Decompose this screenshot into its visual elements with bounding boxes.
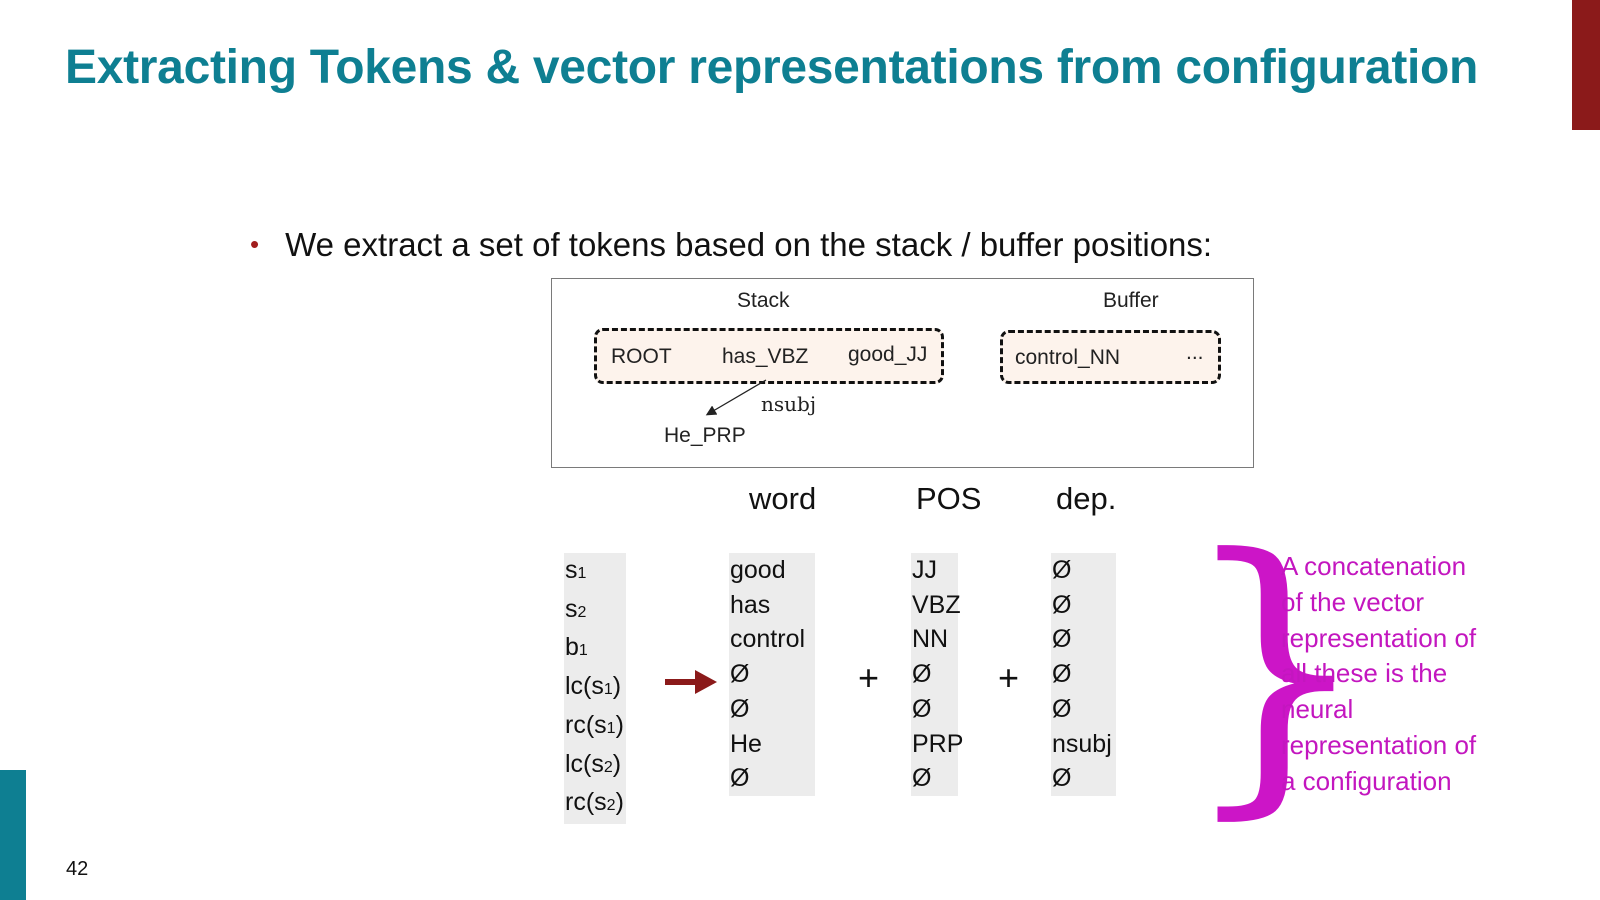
dep-cell: Ø bbox=[1052, 764, 1072, 793]
position-prefix: rc( bbox=[565, 788, 595, 817]
position-base: s bbox=[565, 594, 578, 623]
word-cell: He bbox=[730, 729, 762, 758]
dep-cell: Ø bbox=[1052, 556, 1072, 584]
position-cell: s1 bbox=[564, 553, 626, 592]
word-cell: control bbox=[730, 625, 806, 654]
note-line: neural bbox=[1281, 694, 1354, 725]
stack-label: Stack bbox=[737, 289, 790, 312]
pos-cell: Ø bbox=[912, 764, 932, 793]
pos-cell: Ø bbox=[912, 660, 932, 689]
dep-cell: Ø bbox=[1052, 660, 1072, 689]
bullet-text: We extract a set of tokens based on the … bbox=[285, 226, 1213, 263]
buffer-box bbox=[1000, 330, 1221, 384]
position-base: b bbox=[565, 633, 579, 662]
header-pos: POS bbox=[916, 481, 982, 516]
stack-box bbox=[594, 328, 944, 384]
arrow-right-icon bbox=[665, 670, 717, 694]
slide-title: Extracting Tokens & vector representatio… bbox=[65, 41, 1479, 94]
word-cell: good bbox=[730, 556, 786, 584]
position-cell: lc(s2) bbox=[564, 747, 626, 786]
dep-cell: Ø bbox=[1052, 590, 1072, 619]
word-cell: Ø bbox=[730, 694, 750, 723]
position-prefix: rc( bbox=[565, 710, 595, 739]
configuration-diagram: Stack Buffer ROOT has_VBZ good_JJ contro… bbox=[551, 278, 1254, 468]
concatenation-note: A concatenation of the vector representati… bbox=[1281, 549, 1521, 800]
dep-cell: nsubj bbox=[1052, 729, 1112, 758]
dep-cell: Ø bbox=[1052, 625, 1072, 654]
note-line: all these is the bbox=[1281, 658, 1448, 689]
corner-accent-bar bbox=[1572, 0, 1600, 130]
buffer-token: ... bbox=[1186, 341, 1204, 364]
position-index: 1 bbox=[606, 719, 616, 737]
dep-cell: Ø bbox=[1052, 694, 1072, 723]
stack-token: ROOT bbox=[611, 345, 672, 368]
position-index: 1 bbox=[603, 681, 613, 699]
slide-number: 42 bbox=[66, 858, 89, 880]
plus-sign: + bbox=[998, 657, 1020, 698]
position-suffix: ) bbox=[615, 710, 624, 739]
stack-token: has_VBZ bbox=[722, 345, 809, 368]
nsubj-arc bbox=[705, 379, 767, 416]
header-dep: dep. bbox=[1056, 481, 1117, 516]
position-index: 1 bbox=[577, 565, 587, 582]
pos-cell: PRP bbox=[912, 729, 964, 758]
position-base: s bbox=[591, 672, 604, 701]
word-cell: has bbox=[730, 590, 771, 619]
pos-cell: VBZ bbox=[912, 590, 961, 619]
plus-sign: + bbox=[858, 657, 880, 698]
position-index: 2 bbox=[606, 797, 616, 815]
right-brace: } bbox=[1180, 495, 1371, 844]
dependent-token: He_PRP bbox=[664, 424, 746, 447]
bullet-marker: • bbox=[250, 229, 260, 259]
position-base: s bbox=[594, 788, 607, 817]
position-suffix: ) bbox=[612, 749, 622, 778]
position-index: 2 bbox=[603, 758, 613, 776]
position-cell: rc(s1) bbox=[564, 708, 626, 747]
stack-token: good_JJ bbox=[848, 343, 928, 366]
position-index: 1 bbox=[578, 642, 588, 660]
word-cell: Ø bbox=[730, 764, 750, 793]
position-cell: lc(s1) bbox=[564, 669, 626, 708]
note-line: representation of bbox=[1281, 622, 1477, 653]
position-prefix: lc( bbox=[565, 749, 592, 778]
position-index: 2 bbox=[577, 603, 587, 621]
position-suffix: ) bbox=[612, 672, 622, 701]
position-cell: s2 bbox=[564, 592, 626, 631]
pos-cell: NN bbox=[912, 625, 949, 654]
position-base: s bbox=[565, 556, 578, 584]
position-cell: b1 bbox=[564, 630, 626, 669]
side-accent-bar bbox=[0, 770, 26, 900]
note-line: a configuration bbox=[1281, 765, 1452, 796]
position-cell: rc(s2) bbox=[564, 785, 626, 824]
arc-label: nsubj bbox=[761, 392, 817, 416]
position-base: s bbox=[591, 749, 604, 778]
pos-cell: JJ bbox=[912, 556, 937, 584]
bullet-item: • We extract a set of tokens based on the… bbox=[250, 226, 1212, 264]
position-base: s bbox=[594, 710, 607, 739]
position-prefix: lc( bbox=[565, 672, 592, 701]
note-line: representation of bbox=[1281, 729, 1477, 760]
header-word: word bbox=[749, 481, 817, 516]
position-suffix: ) bbox=[615, 788, 624, 817]
pos-cell: Ø bbox=[912, 694, 932, 723]
word-cell: Ø bbox=[730, 660, 750, 689]
note-line: A concatenation bbox=[1281, 551, 1467, 581]
buffer-token: control_NN bbox=[1015, 346, 1121, 369]
note-line: of the vector bbox=[1281, 586, 1425, 617]
buffer-label: Buffer bbox=[1103, 289, 1159, 312]
